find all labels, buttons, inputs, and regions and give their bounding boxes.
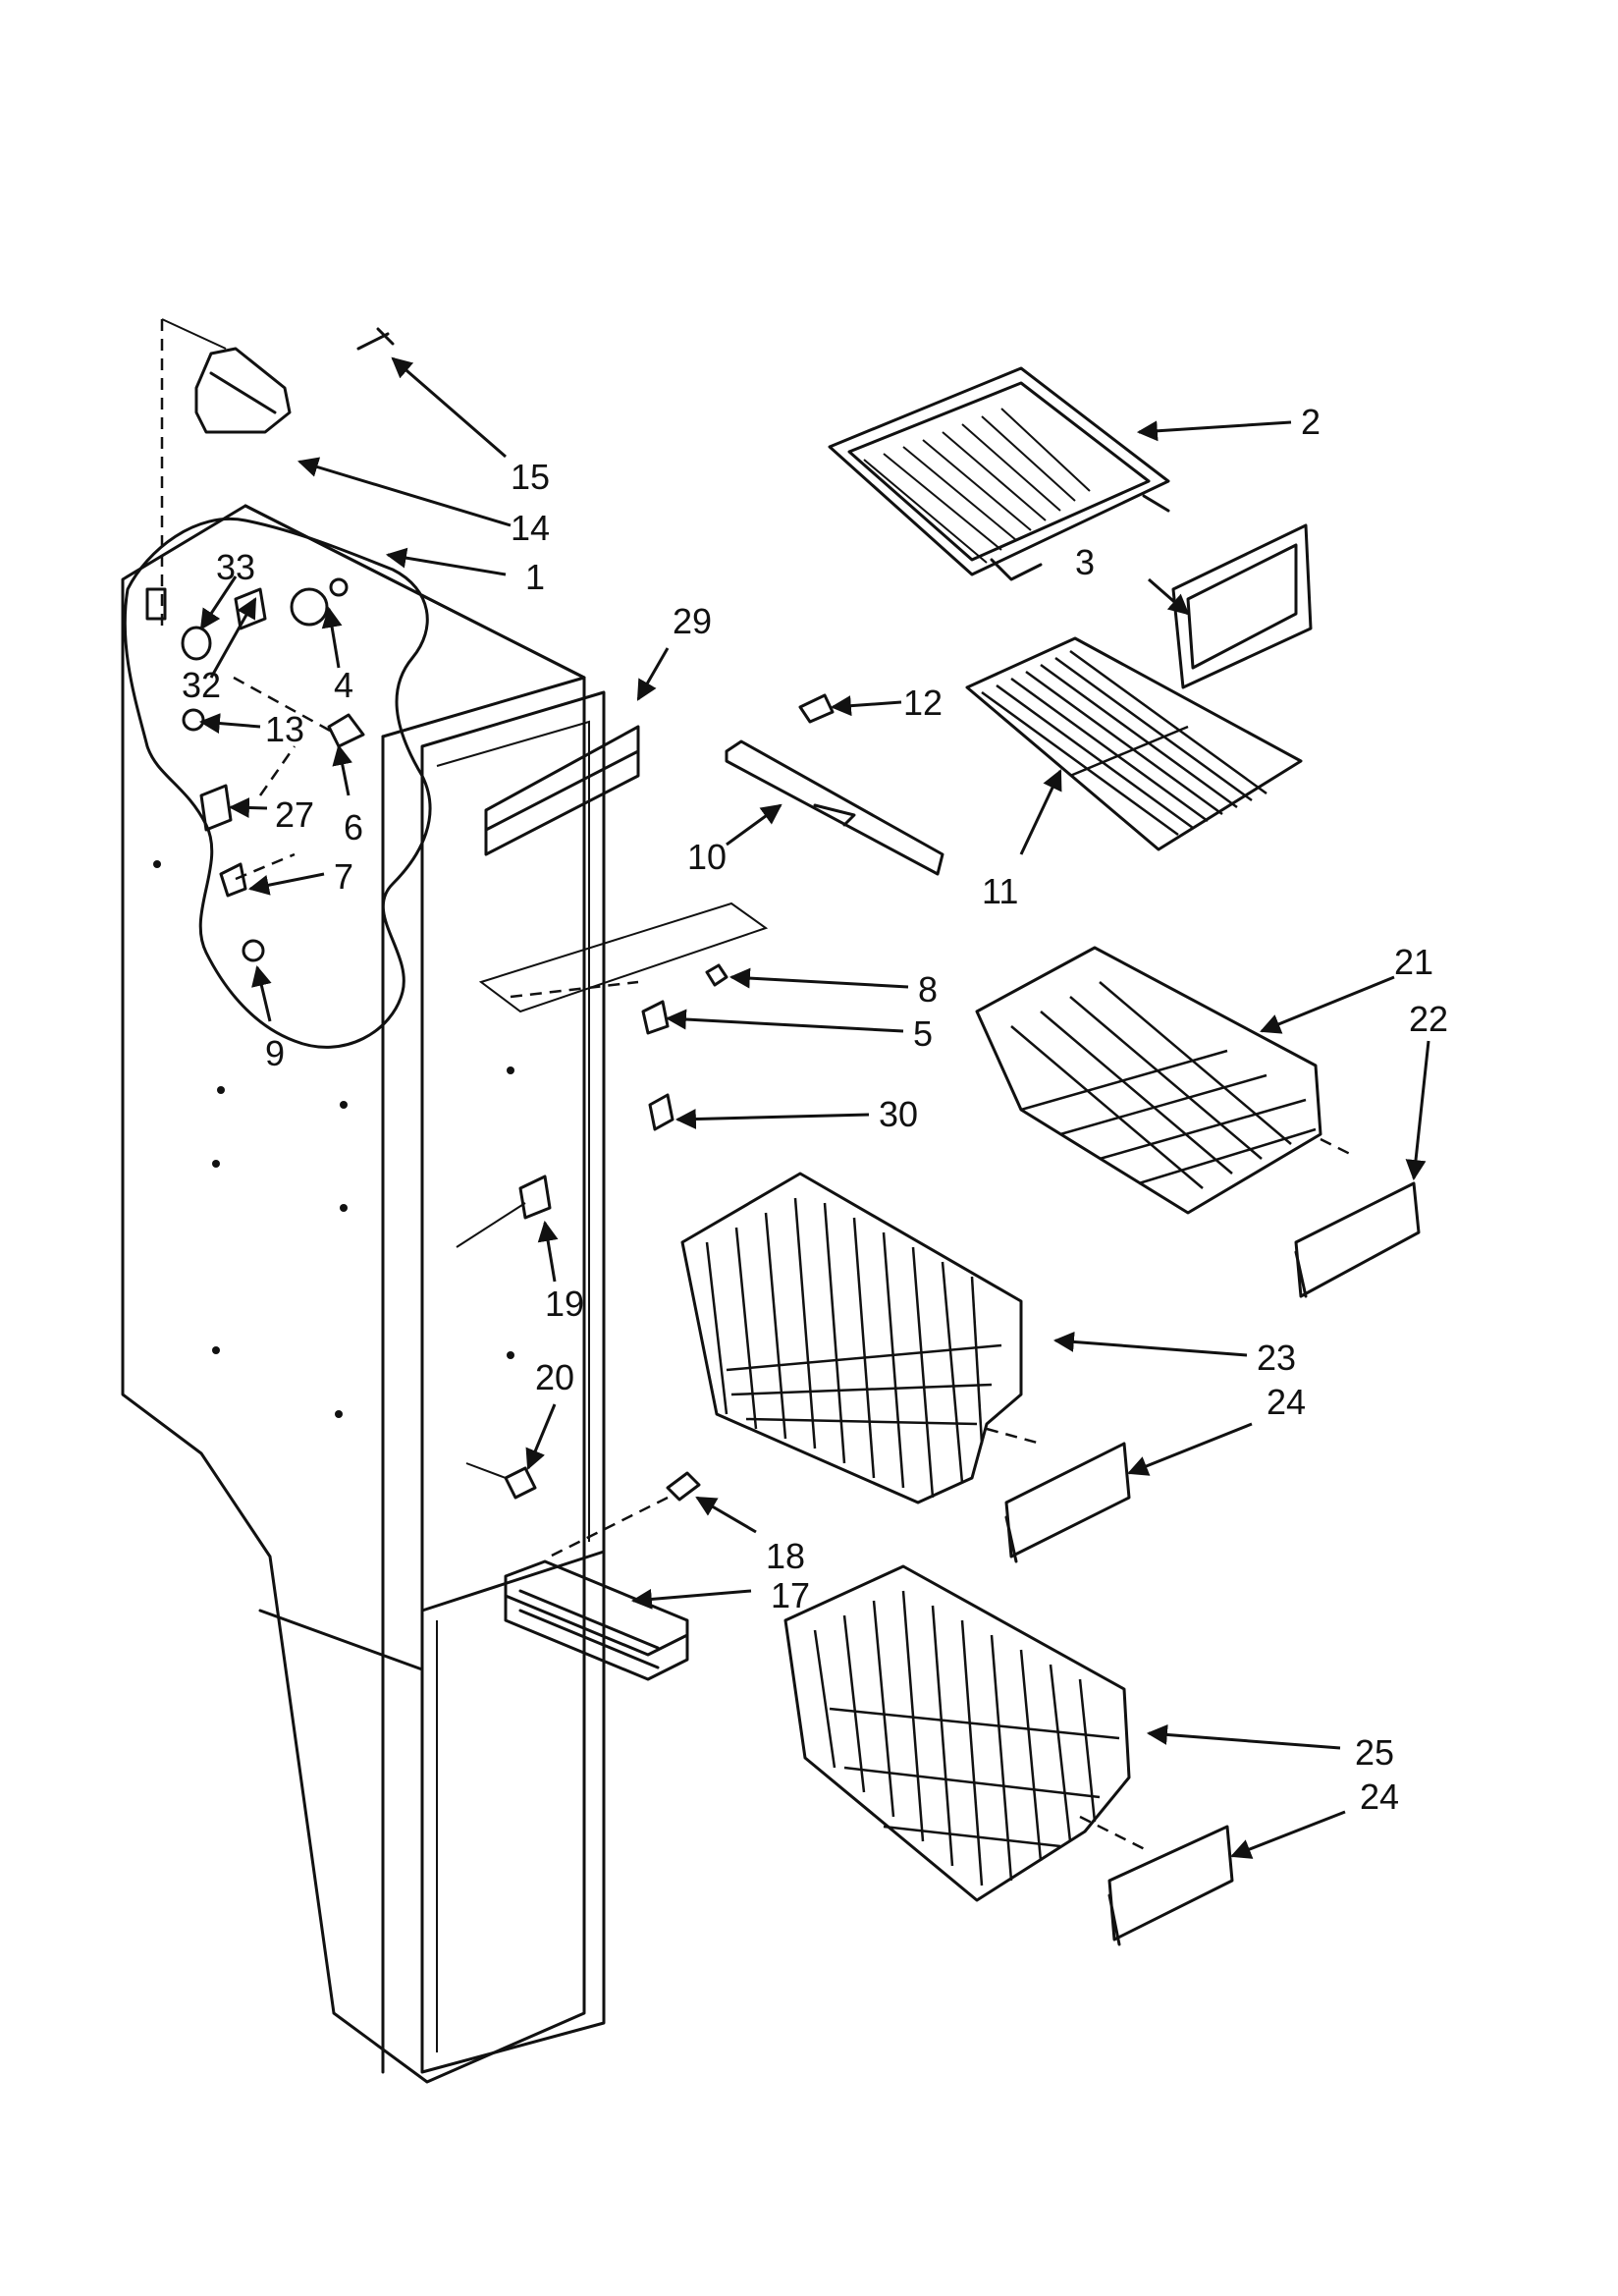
callout-25: 25 [1355, 1732, 1394, 1773]
part-5 [641, 1000, 670, 1035]
callout-11: 11 [982, 871, 1018, 911]
leader-8-5 [510, 980, 639, 999]
screw-part-18 [666, 1471, 701, 1502]
basket-front-24b [1107, 1825, 1234, 1946]
callout-4: 4 [334, 665, 353, 705]
callout-2: 2 [1301, 402, 1321, 442]
control-plate [478, 902, 769, 1013]
callout-29: 29 [673, 601, 712, 641]
callout-arrows [198, 356, 1430, 1859]
basket-25-leader [1079, 1815, 1150, 1853]
callout-labels: 1 2 3 4 5 6 7 8 9 10 11 12 13 14 15 17 1… [182, 402, 1448, 1817]
callout-8: 8 [918, 969, 938, 1010]
trim-part-3 [1171, 523, 1313, 689]
wire-shelf-part-11 [965, 636, 1303, 851]
callout-14: 14 [511, 508, 550, 548]
callout-21: 21 [1394, 942, 1433, 982]
callout-23: 23 [1257, 1338, 1296, 1378]
callout-33: 33 [216, 547, 255, 587]
cabinet-holes [153, 860, 514, 1418]
screw-part-15 [356, 327, 395, 351]
callout-32: 32 [182, 665, 221, 705]
shelf-part-2 [828, 366, 1170, 576]
basket-21-leader [1320, 1137, 1351, 1156]
callout-12: 12 [903, 683, 943, 723]
callout-17: 17 [771, 1575, 810, 1615]
callout-18: 18 [766, 1536, 805, 1576]
part-30 [648, 1093, 674, 1131]
callout-20: 20 [535, 1357, 574, 1397]
callout-10: 10 [687, 837, 727, 877]
freezer-liner [121, 504, 606, 2084]
basket-23-leader [986, 1427, 1042, 1446]
callout-19: 19 [545, 1284, 584, 1324]
callout-9: 9 [265, 1033, 285, 1073]
basket-front-22 [1294, 1181, 1421, 1298]
callout-24b: 24 [1360, 1777, 1399, 1817]
callout-7: 7 [334, 856, 353, 897]
callout-5: 5 [913, 1013, 933, 1054]
part-8 [705, 963, 728, 987]
panel-part-29 [484, 725, 640, 856]
grille-part-17 [504, 1559, 689, 1681]
callout-27: 27 [275, 794, 314, 835]
screw-part-12 [798, 693, 835, 724]
callout-30: 30 [879, 1094, 918, 1134]
callout-6: 6 [344, 807, 363, 847]
inset-components [145, 577, 365, 962]
basket-part-23 [680, 1172, 1023, 1504]
part-19 [518, 1175, 552, 1220]
wire-bracket-line [161, 318, 227, 350]
callout-1: 1 [525, 557, 545, 597]
callout-22: 22 [1409, 999, 1448, 1039]
callout-15: 15 [511, 457, 550, 497]
callout-24a: 24 [1267, 1382, 1306, 1422]
bracket-part [194, 347, 292, 434]
basket-front-24a [1004, 1442, 1131, 1563]
callout-13: 13 [265, 709, 304, 749]
shelf-ribs [863, 408, 1091, 564]
part-20 [504, 1466, 537, 1500]
basket-part-25 [783, 1564, 1131, 1902]
support-part-10 [725, 739, 944, 876]
callout-3: 3 [1075, 542, 1095, 582]
basket-part-21 [975, 946, 1322, 1215]
